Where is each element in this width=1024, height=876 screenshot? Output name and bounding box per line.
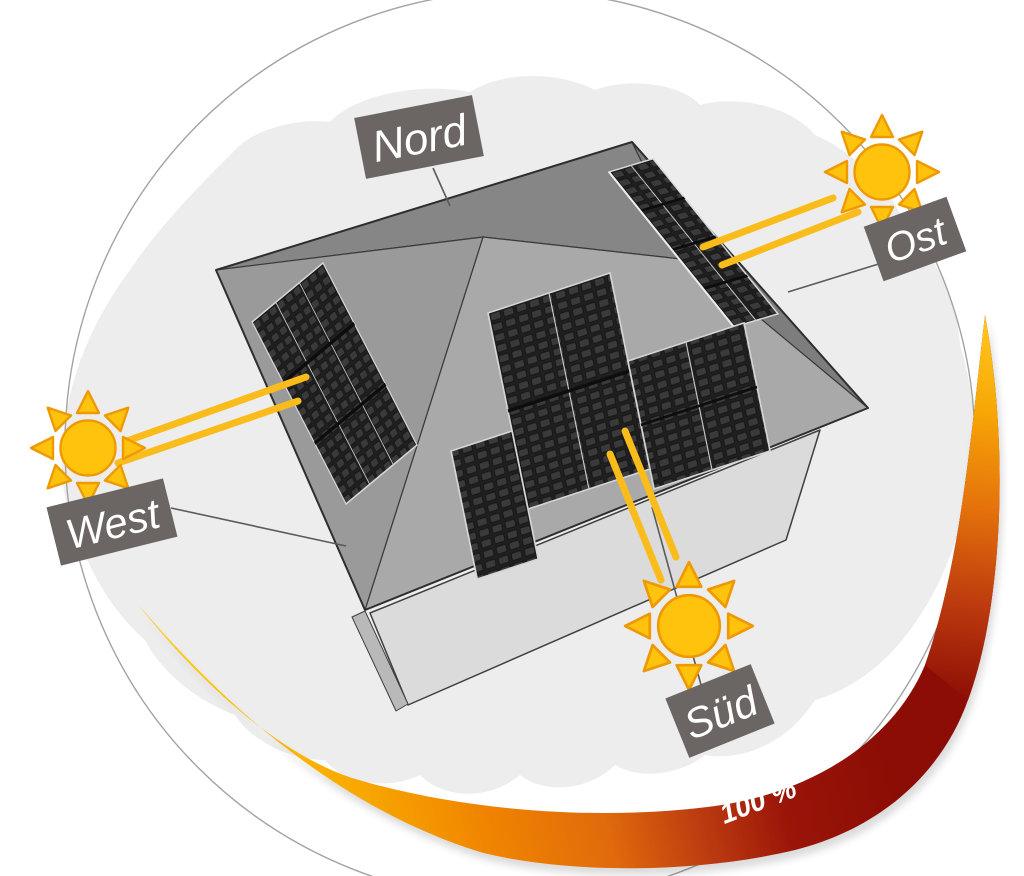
sunbeam-east-1 <box>699 194 837 251</box>
gradient-arc-right-limb <box>925 315 1000 700</box>
label-west-box <box>46 478 178 566</box>
sunbeam-east-2 <box>718 208 862 269</box>
connector-north <box>432 167 451 207</box>
label-east-box <box>863 196 967 282</box>
roof-outline <box>215 141 869 611</box>
label-north-box <box>354 95 484 179</box>
house-front-wall <box>369 429 821 706</box>
solar-array-east <box>607 157 780 328</box>
label-east: Ost <box>863 196 967 282</box>
sunbeam-south-1 <box>606 450 665 584</box>
connector-east <box>787 261 886 293</box>
solar-array-west <box>251 261 418 506</box>
house-west-wall <box>351 610 409 712</box>
sunbeam-west-1 <box>123 373 310 445</box>
connector-west <box>170 507 347 547</box>
sunbeam-south-2 <box>621 427 680 561</box>
label-south: Süd <box>665 664 775 758</box>
sunbeam-west-2 <box>114 397 302 467</box>
sun-icon-south <box>623 560 755 692</box>
solar-array-south <box>450 271 772 581</box>
label-north: Nord <box>354 95 484 179</box>
label-south-box <box>665 664 775 758</box>
